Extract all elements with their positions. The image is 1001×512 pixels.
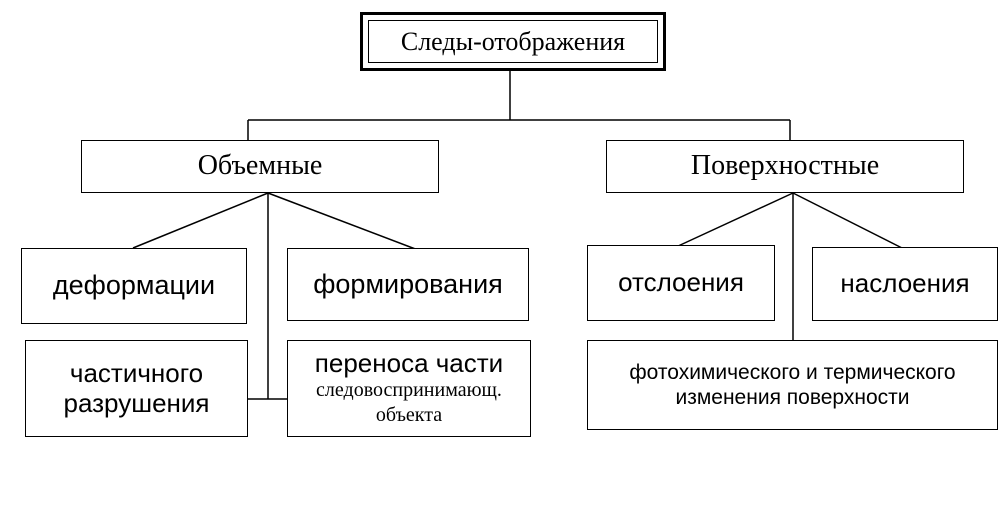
node-photochemical-line1: фотохимического и термического (629, 360, 956, 384)
node-layering-label: наслоения (840, 268, 970, 299)
node-transfer-line2: следовоспринимающ. (316, 379, 502, 402)
node-transfer-line1: переноса части (314, 347, 504, 378)
node-deformation-label: деформации (52, 270, 216, 301)
surface-to-peeling (675, 192, 794, 248)
node-formation: формирования (287, 248, 529, 321)
category-surface-label: Поверхностные (690, 150, 880, 182)
root-node: Следы-отображения (368, 20, 658, 63)
surface-to-layering (792, 192, 905, 250)
node-partial-destruction-line1: частичного (69, 357, 204, 388)
node-photochemical: фотохимического и термического изменения… (587, 340, 998, 430)
root-node-frame: Следы-отображения (360, 12, 666, 71)
node-partial-destruction-line2: разрушения (63, 387, 210, 418)
node-peeling-label: отслоения (618, 267, 744, 298)
category-surface: Поверхностные (606, 140, 964, 193)
node-photochemical-line2: изменения поверхности (675, 386, 910, 409)
node-deformation: деформации (21, 248, 247, 324)
root-label: Следы-отображения (400, 26, 626, 56)
volumetric-to-formation (267, 192, 419, 251)
node-peeling: отслоения (587, 245, 775, 321)
node-partial-destruction: частичного разрушения (25, 340, 248, 437)
category-volumetric: Объемные (81, 140, 439, 193)
node-transfer: переноса части следовоспринимающ. объект… (287, 340, 531, 437)
node-formation-label: формирования (313, 268, 503, 299)
category-volumetric-label: Объемные (197, 150, 323, 182)
node-transfer-line3: объекта (375, 404, 443, 427)
volumetric-to-deformation (132, 192, 269, 249)
node-layering: наслоения (812, 247, 998, 321)
